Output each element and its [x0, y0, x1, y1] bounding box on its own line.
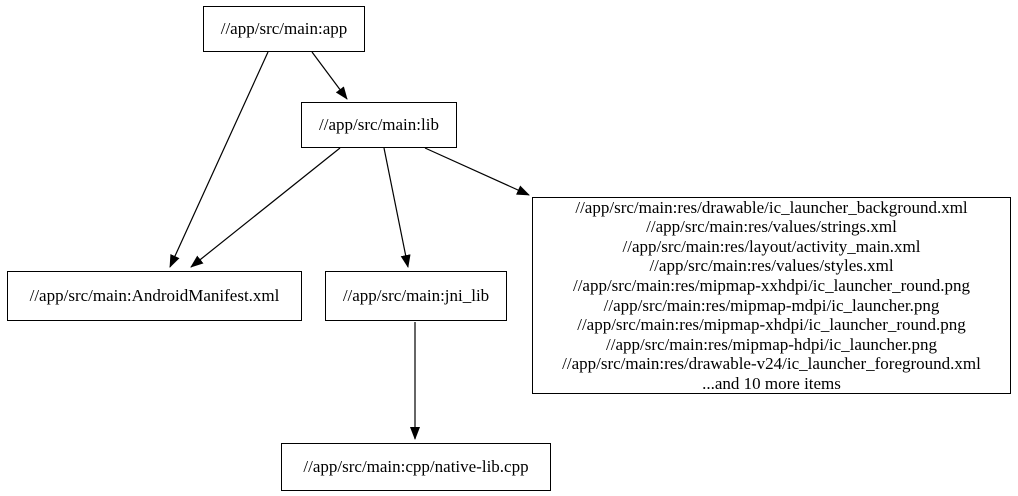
res-group-more-items: ...and 10 more items [702, 373, 841, 393]
node-android-manifest-label: //app/src/main:AndroidManifest.xml [29, 286, 280, 305]
res-group-line: //app/src/main:res/values/styles.xml [649, 256, 894, 276]
res-group-line: //app/src/main:res/mipmap-xhdpi/ic_launc… [577, 315, 966, 335]
node-app-label: //app/src/main:app [220, 19, 348, 38]
edge-lib-to-android-manifest [190, 147, 341, 268]
res-group-line: //app/src/main:res/drawable/ic_launcher_… [575, 197, 968, 217]
node-res-group: //app/src/main:res/drawable/ic_launcher_… [532, 197, 1011, 394]
node-android-manifest: //app/src/main:AndroidManifest.xml [7, 271, 302, 321]
res-group-line: //app/src/main:res/drawable-v24/ic_launc… [562, 354, 981, 374]
node-native-lib-cpp: //app/src/main:cpp/native-lib.cpp [281, 443, 551, 491]
edge-lib-to-res-group [424, 147, 530, 196]
res-group-line: //app/src/main:res/mipmap-xxhdpi/ic_laun… [572, 275, 971, 295]
edge-app-to-android-manifest [169, 51, 269, 268]
node-lib-label: //app/src/main:lib [319, 115, 439, 134]
node-lib: //app/src/main:lib [301, 102, 457, 148]
node-app: //app/src/main:app [203, 6, 365, 52]
node-jni-lib-label: //app/src/main:jni_lib [342, 286, 490, 305]
edge-lib-to-jni-lib [383, 147, 411, 268]
node-native-lib-cpp-label: //app/src/main:cpp/native-lib.cpp [303, 457, 529, 476]
res-group-line: //app/src/main:res/mipmap-mdpi/ic_launch… [603, 295, 940, 315]
res-group-line: //app/src/main:res/mipmap-hdpi/ic_launch… [606, 334, 937, 354]
node-jni-lib: //app/src/main:jni_lib [325, 271, 507, 321]
res-group-line: //app/src/main:res/layout/activity_main.… [622, 236, 921, 256]
edge-app-to-lib [311, 51, 348, 100]
res-group-line: //app/src/main:res/values/strings.xml [646, 217, 897, 237]
